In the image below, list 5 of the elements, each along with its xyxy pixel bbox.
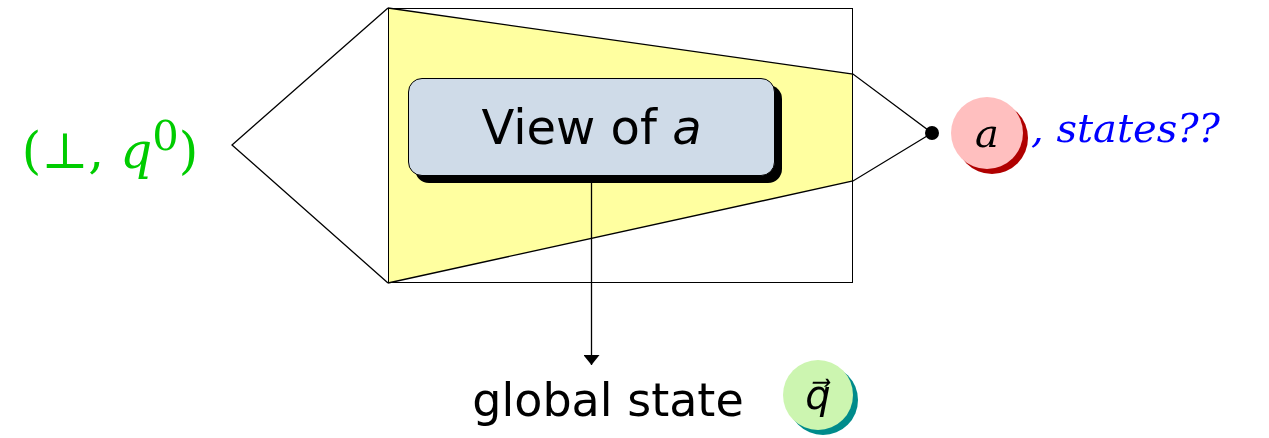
- global-state-label: global state: [448, 365, 768, 435]
- state-annotation: , states??: [1031, 105, 1221, 151]
- start-label: (⊥, q$^{0}$): [10, 100, 210, 190]
- view-frame: [388, 8, 853, 283]
- arrow: [583, 182, 600, 366]
